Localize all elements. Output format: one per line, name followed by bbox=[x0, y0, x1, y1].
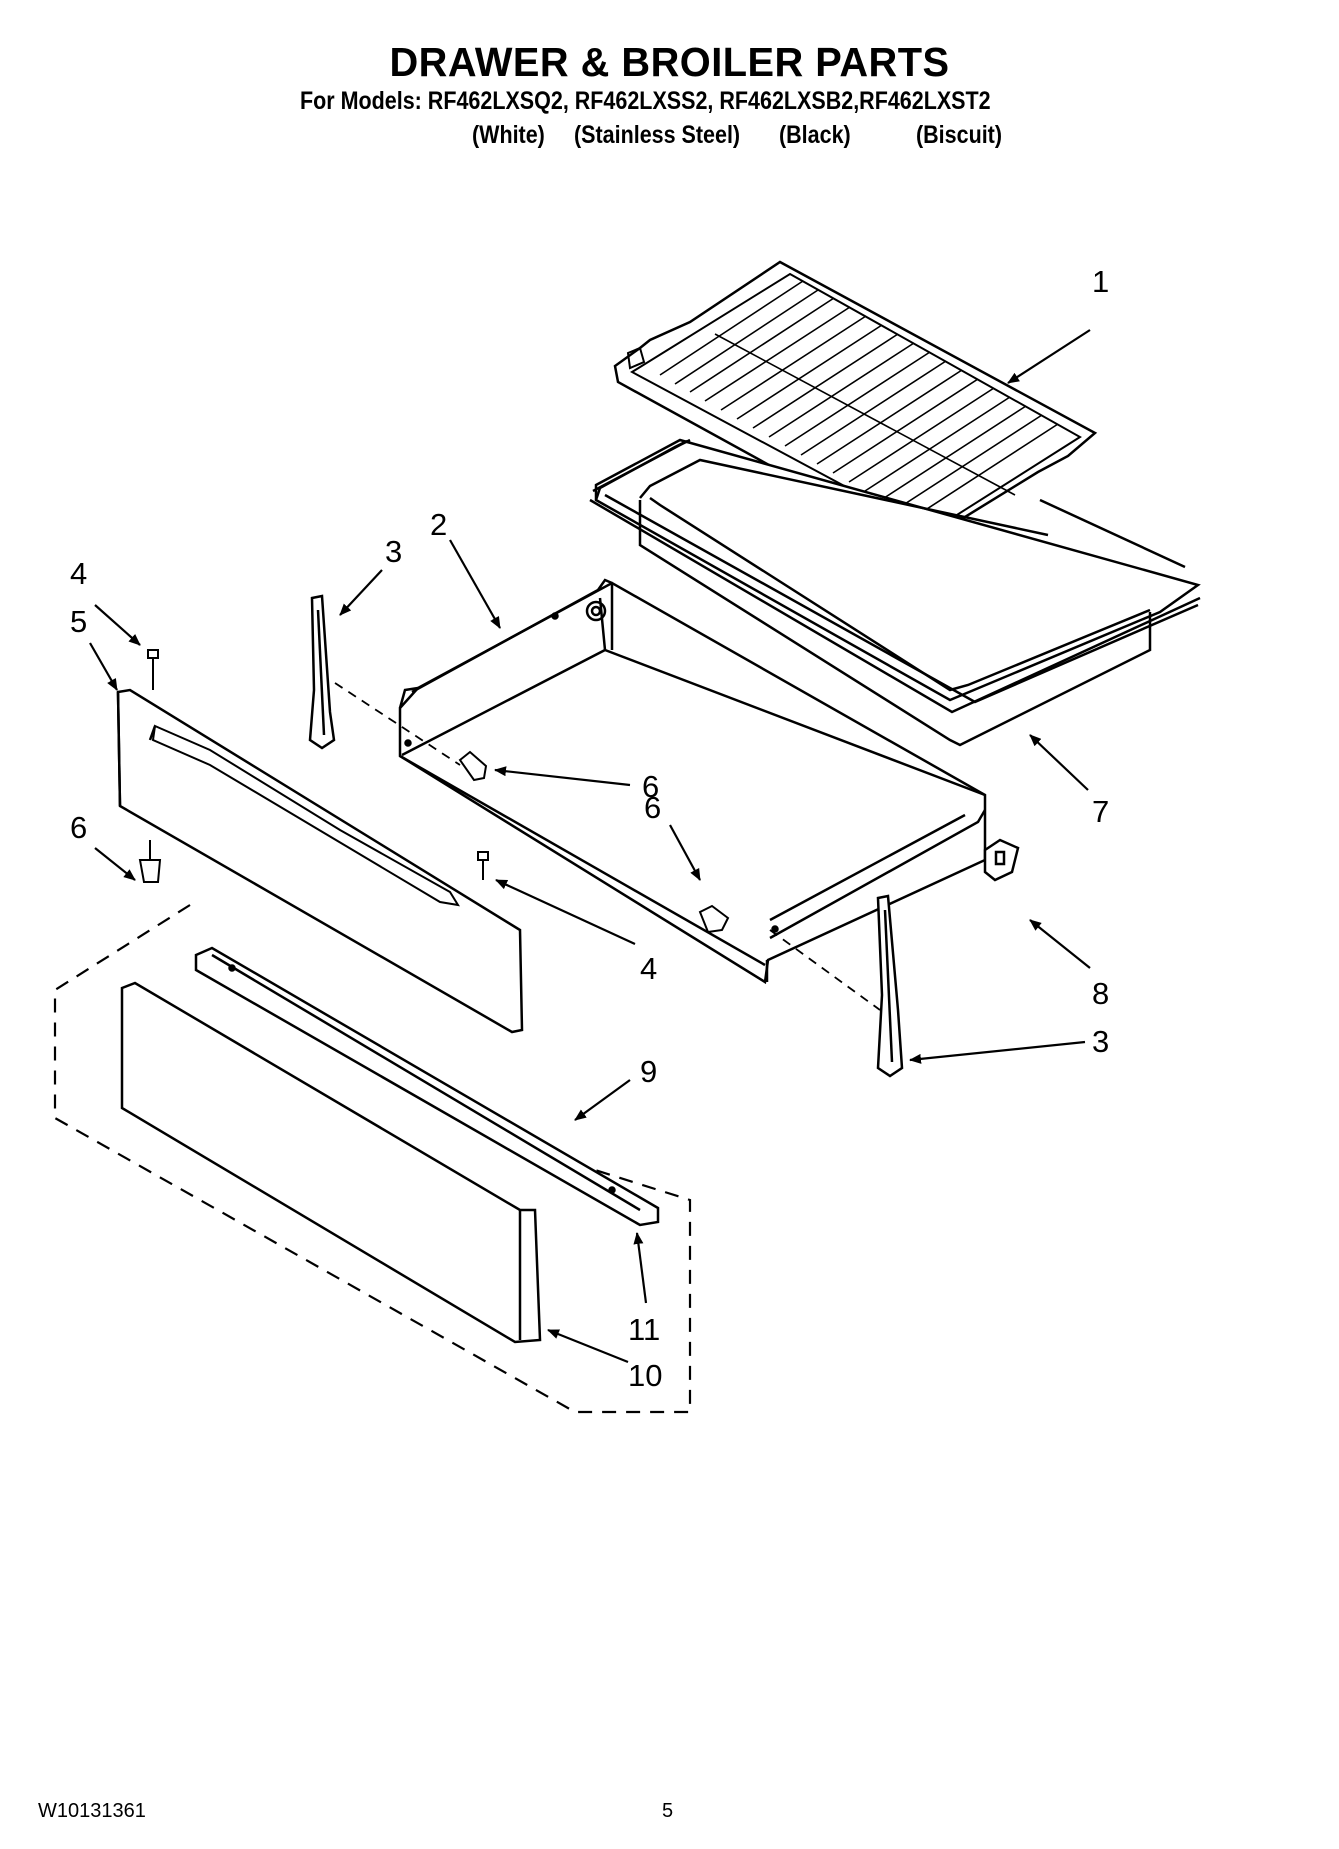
drawer-slide-part-3-left bbox=[308, 594, 336, 750]
screw-part-6-drawer-left bbox=[458, 750, 488, 782]
callout-2: 2 bbox=[430, 507, 447, 542]
callout-8: 8 bbox=[1092, 976, 1109, 1011]
variant-stainless-steel: (Stainless Steel) bbox=[574, 121, 741, 149]
drawer-panel-part-5 bbox=[116, 688, 524, 1034]
callout-10: 10 bbox=[628, 1358, 662, 1393]
callout-9: 9 bbox=[640, 1054, 657, 1089]
callout-6-left: 6 bbox=[70, 810, 87, 845]
models-line: For Models: RF462LXSQ2, RF462LXSS2, RF46… bbox=[300, 87, 991, 115]
drawer-slide-part-3-right bbox=[876, 894, 904, 1078]
drawer-front-part-10 bbox=[120, 981, 542, 1344]
callout-labels: 1 2 3 4 5 6 6 7 6 4 8 3 9 11 10 bbox=[70, 264, 1109, 1393]
callout-3-top: 3 bbox=[385, 534, 402, 569]
callout-4-right: 4 bbox=[640, 951, 657, 986]
callout-4-top: 4 bbox=[70, 556, 87, 591]
document-number: W10131361 bbox=[38, 1800, 146, 1822]
callout-7: 7 bbox=[1092, 794, 1109, 829]
callout-6-middle: 6 bbox=[642, 769, 659, 804]
part-attachment-dashed bbox=[334, 682, 881, 1011]
variant-black: (Black) bbox=[779, 121, 851, 149]
callout-6-right: 6 bbox=[644, 790, 661, 825]
variant-biscuit: (Biscuit) bbox=[916, 121, 1002, 149]
page-number: 5 bbox=[662, 1800, 674, 1822]
callout-1: 1 bbox=[1092, 264, 1109, 299]
variant-white: (White) bbox=[472, 121, 545, 149]
screw-part-4-top bbox=[147, 649, 159, 690]
broiler-grid-part-1 bbox=[613, 260, 1098, 550]
kit-boundary-dashed bbox=[53, 904, 692, 1414]
screw-part-6-drawer-right bbox=[698, 904, 730, 934]
trim-bar-part-9 bbox=[194, 946, 660, 1227]
screw-part-6-left bbox=[138, 840, 162, 883]
leader-lines bbox=[89, 329, 1091, 1364]
screw-part-4-right bbox=[477, 851, 489, 880]
broiler-pan-part-7 bbox=[589, 438, 1201, 747]
callout-3-right: 3 bbox=[1092, 1024, 1109, 1059]
page-title: DRAWER & BROILER PARTS bbox=[389, 39, 950, 85]
callout-11: 11 bbox=[628, 1312, 660, 1347]
drawer-body-part-2 bbox=[398, 578, 987, 985]
callout-5: 5 bbox=[70, 604, 87, 639]
clip-part-8 bbox=[983, 838, 1020, 882]
